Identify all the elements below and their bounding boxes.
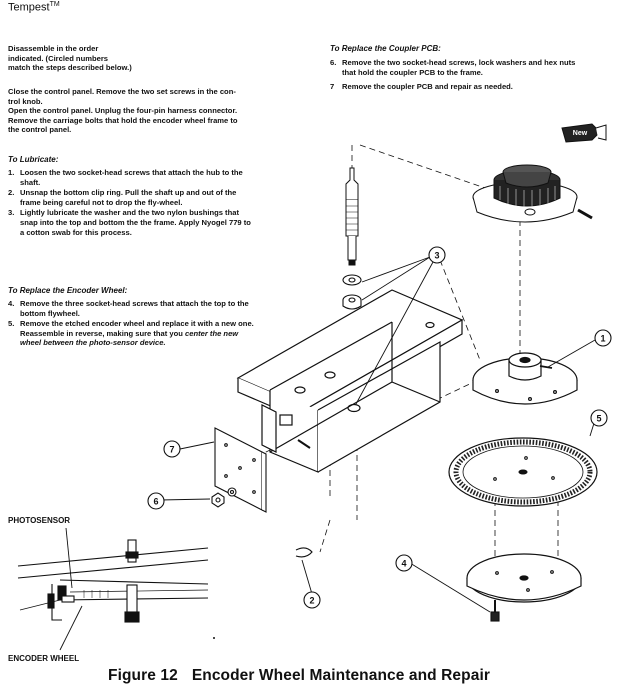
callout-1	[594, 329, 612, 347]
callout-4	[395, 554, 413, 572]
trademark-mark: TM	[49, 1, 60, 8]
coupler-heading: To Replace the Coupler PCB:	[330, 44, 441, 53]
new-badge	[561, 123, 607, 143]
stray-dot	[213, 637, 215, 639]
callout-leaders	[159, 256, 596, 613]
header-title: Tempest	[8, 1, 50, 14]
encoder-frame	[236, 289, 464, 473]
encoder-heading: To Replace the Encoder Wheel:	[8, 286, 128, 295]
photosensor-inset	[8, 527, 209, 651]
list-item: 1.Loosen the two socket-head screws that…	[8, 168, 243, 187]
callout-1-label: 1	[600, 334, 605, 344]
figure-title: Encoder Wheel Maintenance and Repair	[191, 667, 490, 684]
bottom-flywheel	[466, 553, 582, 603]
intro-line: match the steps described below.)	[8, 63, 132, 73]
photosensor-label: PHOTOSENSOR	[8, 516, 71, 525]
callout-5	[590, 409, 608, 427]
socket-screw	[490, 600, 500, 622]
intro-text: Disassemble in the order indicated. (Cir…	[8, 44, 300, 73]
callout-numbers: 1 2 3 4 5 6 7	[153, 251, 605, 606]
callout-3-label: 3	[434, 251, 439, 261]
callouts	[147, 246, 612, 609]
list-item: 2.Unsnap the bottom clip ring. Pull the …	[8, 188, 237, 207]
panel-line: Remove the carriage bolts that hold the …	[8, 115, 238, 125]
panel-instructions: Close the control panel. Remove the two …	[8, 87, 300, 135]
callout-2	[303, 591, 321, 609]
callout-5-label: 5	[596, 414, 601, 424]
encoder-wheel	[448, 437, 598, 507]
list-item: 6.Remove the two socket-head screws, loc…	[330, 58, 576, 77]
callout-7	[163, 440, 181, 458]
coupler-steps: 6.Remove the two socket-head screws, loc…	[330, 58, 582, 93]
lubricate-steps: 1.Loosen the two socket-head screws that…	[8, 168, 254, 238]
coupler-pcb	[214, 427, 267, 513]
callout-4-label: 4	[401, 559, 406, 569]
panel-line: Close the control panel. Remove the two …	[8, 87, 236, 96]
list-item: 5.Remove the etched encoder wheel and re…	[8, 319, 254, 348]
intro-line: indicated. (Circled numbers	[8, 53, 109, 63]
encoder-wheel-label: ENCODER WHEEL	[8, 654, 80, 663]
callout-7-label: 7	[169, 445, 174, 455]
lubricate-heading: To Lubricate:	[8, 155, 59, 164]
figure-number: Figure 12	[108, 667, 178, 684]
list-item: 4.Remove the three socket-head screws th…	[8, 299, 249, 318]
encoder-steps: 4.Remove the three socket-head screws th…	[8, 299, 254, 349]
intro-line: Disassemble in the order	[8, 44, 99, 53]
page-header: TempestTM	[8, 1, 60, 14]
clip-ring	[295, 547, 313, 558]
panel-line: Open the control panel. Unplug the four-…	[8, 106, 238, 116]
washers	[342, 274, 362, 310]
panel-line: the control panel.	[8, 125, 72, 135]
hex-nuts	[211, 487, 237, 508]
callout-3	[428, 246, 446, 264]
callout-6-label: 6	[153, 497, 158, 507]
panel-line: trol knob.	[8, 96, 43, 106]
shaft	[345, 167, 359, 266]
list-item: 3.Lightly lubricate the washer and the t…	[8, 208, 251, 237]
hub-flywheel	[472, 352, 578, 405]
callout-2-label: 2	[309, 596, 314, 606]
new-badge-label: New	[573, 130, 588, 137]
callout-6	[147, 492, 165, 510]
control-knob	[472, 164, 593, 223]
figure-caption: Figure 12 Encoder Wheel Maintenance and R…	[108, 667, 490, 685]
